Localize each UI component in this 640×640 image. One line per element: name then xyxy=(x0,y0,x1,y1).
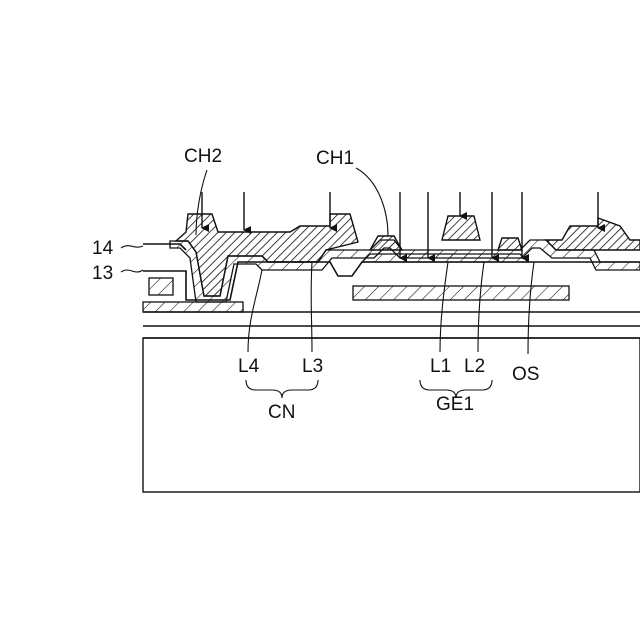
contact-right xyxy=(546,218,640,250)
label-l3: L3 xyxy=(302,356,323,377)
contact-center xyxy=(442,216,480,240)
label-ch2: CH2 xyxy=(184,146,222,167)
label-cn: CN xyxy=(268,402,295,423)
label-ch1: CH1 xyxy=(316,148,354,169)
label-ge1: GE1 xyxy=(436,394,474,415)
label-os: OS xyxy=(512,364,539,385)
lower-electrode-left xyxy=(143,302,243,312)
label-l2: L2 xyxy=(464,356,485,377)
small-block xyxy=(149,278,173,295)
label-layer-13: 13 xyxy=(92,263,113,284)
ch1-pad xyxy=(370,236,402,250)
label-layer-14: 14 xyxy=(92,238,114,259)
substrate xyxy=(143,338,640,492)
label-l1: L1 xyxy=(430,356,451,377)
gate-electrode xyxy=(353,286,569,300)
base-layers xyxy=(143,312,640,338)
label-l4: L4 xyxy=(238,356,260,377)
right-pad xyxy=(498,238,522,250)
